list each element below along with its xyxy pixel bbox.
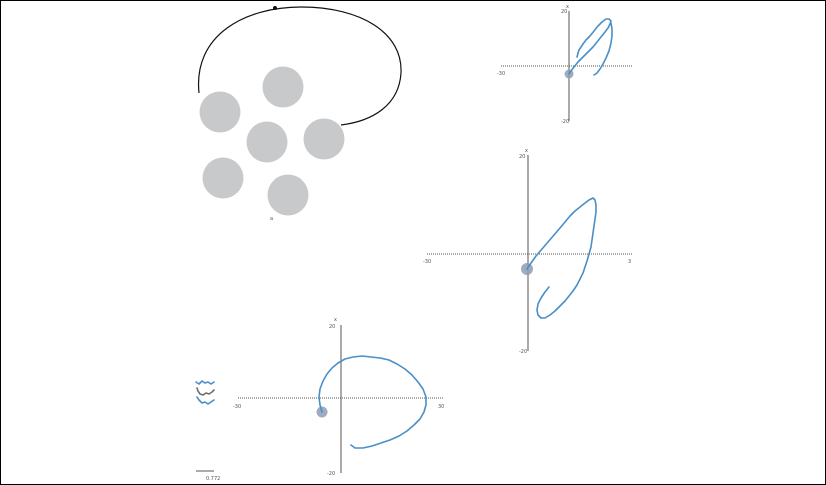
plot-top-y-max-label: 20	[561, 9, 567, 15]
blob-upper-left	[199, 91, 241, 133]
plot-top-axis-label: x	[566, 4, 569, 10]
plot-top-trajectory	[568, 18, 612, 75]
plot-bottom-x-min-label: -30	[233, 404, 241, 410]
scale-bar-label: 0.772	[206, 476, 220, 482]
inset-trace-1	[195, 380, 215, 385]
plot-middle-y-min-label: -20	[519, 349, 527, 355]
scale-bar: 0.772	[196, 470, 220, 482]
blob-right	[303, 118, 345, 160]
plot-top: x 20 -20 -30	[497, 4, 632, 125]
loop-label: a	[270, 216, 273, 222]
inset-trace-2	[196, 387, 215, 396]
plot-middle-x-max-label: 3	[628, 259, 631, 265]
plot-middle-trajectory	[526, 197, 597, 319]
plot-top-y-min-label: -20	[561, 119, 569, 125]
plot-bottom-x-max-label: 30	[438, 404, 444, 410]
loop-arrow-marker	[273, 6, 277, 10]
plot-top-x-min-label: -30	[497, 71, 505, 77]
plot-bottom-axis-label: x	[334, 317, 337, 323]
blob-center	[246, 121, 288, 163]
loop-diagram: a	[197, 6, 402, 222]
blob-top	[262, 66, 304, 108]
plot-middle: x 20 -20 -30 3	[423, 148, 632, 355]
plot-middle-x-min-label: -30	[423, 259, 431, 265]
inset-traces	[195, 380, 215, 405]
plot-top-tail	[593, 22, 613, 76]
plot-middle-y-max-label: 20	[519, 154, 525, 160]
inset-trace-3	[196, 396, 215, 405]
blob-bottom	[267, 174, 309, 216]
plot-middle-axis-label: x	[525, 148, 528, 154]
plot-bottom-trajectory	[318, 355, 427, 449]
blob-lower-left	[202, 157, 244, 199]
plot-bottom: x 20 -20 -30 30	[233, 317, 444, 477]
loop-path	[197, 6, 402, 126]
plot-bottom-y-max-label: 20	[329, 324, 335, 330]
plot-bottom-y-min-label: -20	[327, 471, 335, 477]
